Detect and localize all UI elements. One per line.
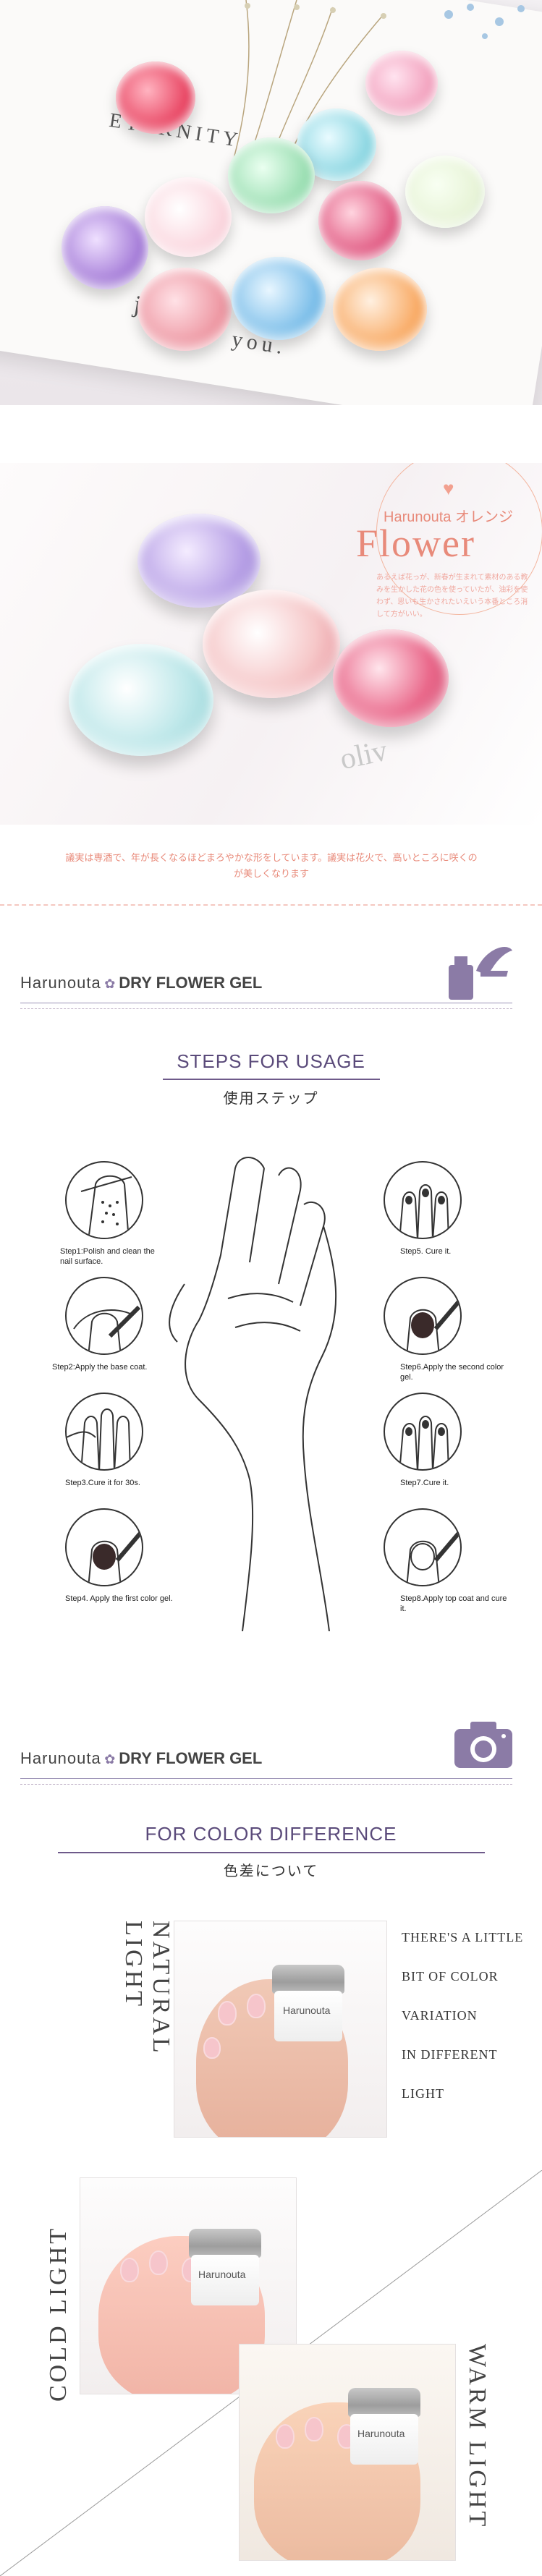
hero-image: ETERNITY ju you. xyxy=(0,0,542,405)
step-7-label: Step7.Cure it. xyxy=(400,1479,449,1487)
camera-icon xyxy=(454,1722,512,1768)
decor-ring xyxy=(376,463,542,615)
color-title-rule xyxy=(58,1852,485,1853)
color-subtitle: 色差について xyxy=(223,1863,319,1879)
usage-title-rule xyxy=(163,1079,380,1080)
jar-body xyxy=(350,2414,418,2465)
step-3-label: Step3.Cure it for 30s. xyxy=(65,1479,140,1487)
nail xyxy=(203,2037,221,2059)
jar-red xyxy=(116,61,195,134)
nail-polish-icon xyxy=(449,947,512,1000)
step-1-image xyxy=(65,1161,143,1239)
nail xyxy=(276,2424,295,2449)
usage-brand-row: Harunouta ✿ DRY FLOWER GEL xyxy=(20,974,262,992)
warm-light-label: WARM LIGHT xyxy=(464,2344,491,2530)
hand-illustration xyxy=(169,1157,337,1631)
flower-icon: ✿ xyxy=(104,1752,119,1767)
nail xyxy=(247,1994,266,2018)
color-brand: Harunouta xyxy=(20,1749,101,1767)
natural-light-label: NATURAL LIGHT xyxy=(120,1921,174,2055)
jar-cap xyxy=(348,2388,420,2417)
jar-pink xyxy=(365,51,438,116)
flower-caption: 議実は専酒で、年が長くなるほどまろやかな形をしています。議実は花火で、高いところ… xyxy=(65,852,478,880)
flower-title: Flower xyxy=(356,522,475,565)
step-5-image xyxy=(384,1161,462,1239)
brand-dash xyxy=(20,1008,512,1009)
jar-coral xyxy=(137,268,232,351)
jar-green xyxy=(228,137,315,213)
color-title: FOR COLOR DIFFERENCE xyxy=(145,1823,397,1845)
step-8-image xyxy=(384,1508,462,1586)
brand-rule xyxy=(20,1778,512,1779)
step-6-label: Step6.Apply the second color gel. xyxy=(400,1363,504,1382)
step-1-label: Step1:Polish and clean the nail surface. xyxy=(60,1247,155,1266)
jar-label: Harunouta xyxy=(198,2269,246,2280)
step-5-label: Step5. Cure it. xyxy=(400,1247,452,1256)
flower-image: ♥ Harunouta オレンジ Flower あるえば花っが、新春が生まれて素… xyxy=(0,463,542,825)
brand-dash xyxy=(20,1784,512,1785)
nail xyxy=(305,2417,323,2441)
jar-cap xyxy=(189,2229,261,2258)
step-7-image xyxy=(384,1393,462,1471)
nail xyxy=(120,2258,139,2282)
nail xyxy=(218,2001,237,2025)
jar-orange xyxy=(333,268,427,351)
step-4-label: Step4. Apply the first color gel. xyxy=(65,1594,173,1603)
cold-light-label: COLD LIGHT xyxy=(45,2225,72,2402)
usage-title: STEPS FOR USAGE xyxy=(177,1050,365,1072)
blue-flowers xyxy=(444,4,525,39)
usage-brand: Harunouta xyxy=(20,974,101,992)
note-line-3: VARIATION xyxy=(402,2008,478,2023)
divider xyxy=(0,904,542,906)
flower-icon: ✿ xyxy=(104,977,119,991)
color-brand-row: Harunouta ✿ DRY FLOWER GEL xyxy=(20,1749,262,1768)
step-2-label: Step2:Apply the base coat. xyxy=(52,1363,148,1372)
jar-label: Harunouta xyxy=(357,2428,405,2439)
usage-subtitle: 使用ステップ xyxy=(223,1091,319,1107)
flower-desc: あるえば花っが、新春が生まれて素材のある教みを生かした花の色を使っていたが、油彩… xyxy=(376,574,528,619)
step-4-image xyxy=(65,1508,143,1586)
usage-product: DRY FLOWER GEL xyxy=(119,974,263,992)
step-2-image xyxy=(65,1277,143,1355)
heart-icon: ♥ xyxy=(443,477,454,499)
step-6-image xyxy=(384,1277,462,1355)
flower-brand-line: Harunouta オレンジ xyxy=(384,509,513,525)
jar-pink-flower xyxy=(203,590,340,698)
note-line-1: THERE'S A LITTLE xyxy=(402,1930,524,1944)
jar-body xyxy=(191,2255,259,2305)
jar-blue xyxy=(232,257,326,340)
jar-rose xyxy=(333,629,449,727)
note-line-4: IN DIFFERENT xyxy=(402,2047,498,2062)
jar-cap xyxy=(272,1965,344,1994)
jar-body xyxy=(274,1991,342,2041)
nail xyxy=(149,2250,168,2275)
color-product: DRY FLOWER GEL xyxy=(119,1749,263,1767)
jar-lavender xyxy=(137,514,261,608)
natural-light-photo: Harunouta xyxy=(174,1921,387,2138)
jar-mint xyxy=(69,644,213,756)
jar-label: Harunouta xyxy=(283,2005,331,2016)
step-3-image xyxy=(65,1393,143,1471)
note-line-2: BIT OF COLOR xyxy=(402,1969,499,1984)
step-8-label: Step8.Apply top coat and cure it. xyxy=(400,1594,507,1613)
jar-magenta xyxy=(318,181,402,260)
jar-lightpink xyxy=(145,177,232,257)
note-line-5: LIGHT xyxy=(402,2086,444,2101)
jar-white xyxy=(405,156,485,228)
jar-purple xyxy=(62,206,148,289)
warm-light-photo: Harunouta xyxy=(239,2344,456,2561)
